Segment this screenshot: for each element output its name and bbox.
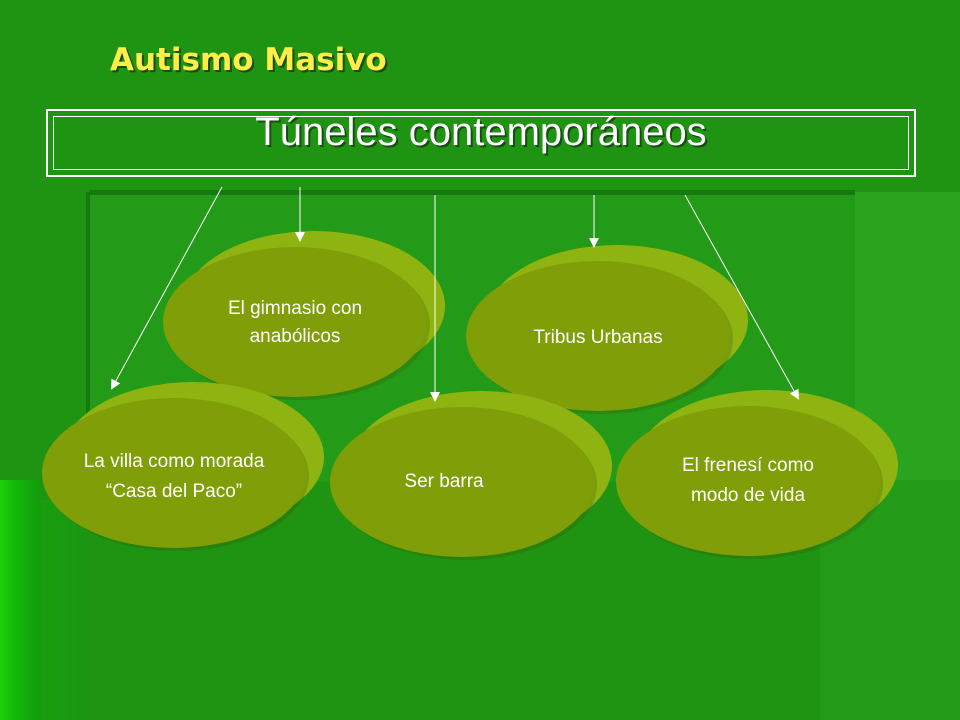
node-villa: La villa como morada “Casa del Paco”: [42, 382, 327, 552]
node-gimnasio-front-ellipse: [163, 247, 427, 397]
node-villa-label-line2: “Casa del Paco”: [105, 481, 243, 502]
slide-heading: Autismo Masivo: [110, 42, 387, 78]
arrow-to-villa: [111, 186, 223, 390]
background-left-strip-inner: [40, 500, 90, 720]
background-left-strip: [0, 480, 40, 720]
node-frenesi-front-ellipse: [616, 406, 880, 556]
node-tribus-label: Tribus Urbanas: [533, 327, 663, 348]
node-barra-front-ellipse: [330, 407, 594, 557]
node-frenesi-label-line1: El frenesí como: [682, 455, 814, 476]
node-frenesi: El frenesí como modo de vida: [616, 390, 901, 560]
arrow-to-frenesi: [684, 194, 799, 400]
slide-title: Túneles contemporáneos: [255, 110, 707, 154]
node-barra: Ser barra: [330, 391, 615, 561]
node-villa-label-line1: La villa como morada: [83, 451, 265, 472]
node-frenesi-label-line2: modo de vida: [690, 485, 806, 506]
node-tribus: Tribus Urbanas: [466, 245, 751, 415]
node-tribus-front-ellipse: [466, 261, 730, 411]
background-panel-left-edge: [86, 192, 90, 488]
title-box: Túneles contemporáneos: [46, 109, 916, 177]
background-panel-top-edge: [90, 190, 855, 195]
node-gimnasio-label-line1: El gimnasio con: [227, 298, 363, 319]
node-villa-front-ellipse: [42, 398, 306, 548]
title-box-inner-border: [53, 116, 909, 170]
node-gimnasio: El gimnasio con anabólicos: [163, 231, 448, 401]
node-barra-label: Ser barra: [404, 471, 484, 492]
node-gimnasio-label-line2: anabólicos: [249, 326, 341, 347]
